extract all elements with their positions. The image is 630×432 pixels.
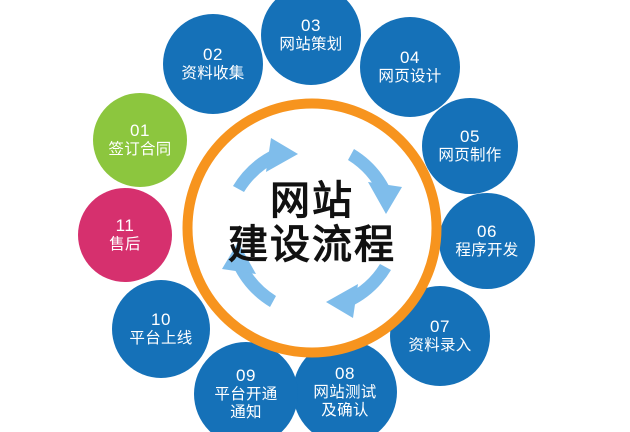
step-label: 通知: [230, 404, 262, 422]
step-label: 签订合同: [108, 141, 172, 159]
step-number: 05: [460, 127, 480, 147]
step-number: 06: [477, 222, 497, 242]
step-label: 网页制作: [438, 147, 502, 165]
step-label: 平台上线: [129, 330, 193, 348]
step-label: 资料收集: [181, 65, 245, 83]
step-number: 07: [430, 317, 450, 337]
center-title: 网站 建设流程: [196, 160, 428, 288]
step-number: 10: [151, 310, 171, 330]
step-label: 网站测试: [313, 384, 377, 402]
step-number: 01: [130, 121, 150, 141]
step-label: 售后: [109, 236, 141, 254]
step-label: 资料录入: [408, 337, 472, 355]
step-number: 03: [301, 16, 321, 36]
step-label: 平台开通: [214, 386, 278, 404]
step-number: 08: [335, 364, 355, 384]
step-label: 程序开发: [455, 242, 519, 260]
step-label: 网页设计: [378, 68, 442, 86]
step-number: 09: [236, 366, 256, 386]
step-label: 网站策划: [279, 36, 343, 54]
step-number: 11: [115, 216, 135, 236]
center-title-line-2: 建设流程: [228, 223, 396, 268]
step-number: 02: [203, 45, 223, 65]
step-label: 及确认: [321, 402, 369, 420]
step-number: 04: [400, 48, 420, 68]
center-title-line-1: 网站: [270, 179, 354, 223]
